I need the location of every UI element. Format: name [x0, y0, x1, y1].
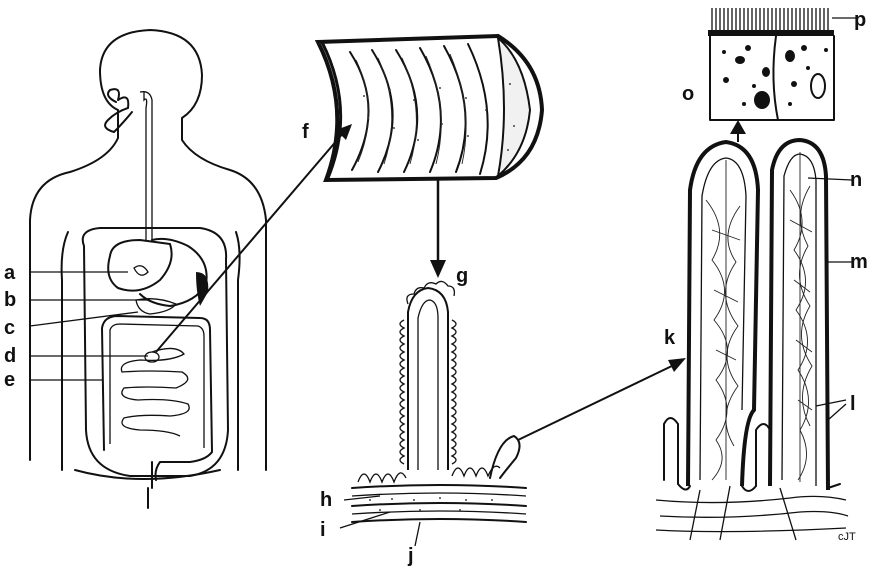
label-n: n: [850, 169, 862, 191]
label-g: g: [456, 265, 468, 287]
label-m: m: [850, 251, 868, 273]
human-body-outline: [30, 30, 266, 508]
label-b: b: [4, 289, 16, 311]
arrow-head-icon: [668, 358, 686, 372]
artist-signature: cJT: [838, 531, 856, 543]
label-c: c: [4, 317, 15, 339]
label-l: l: [850, 393, 856, 415]
label-f: f: [302, 121, 309, 143]
intestine-section-illustration: [318, 36, 542, 180]
arrow-head-icon: [430, 260, 446, 278]
villi-detail-illustration: [656, 140, 848, 540]
label-h: h: [320, 489, 332, 511]
esophagus: [105, 89, 152, 240]
gallbladder: [134, 266, 148, 275]
large-intestine: [102, 316, 212, 480]
label-o: o: [682, 83, 694, 105]
arrow-to-detail: [518, 364, 676, 440]
arrow-head-icon: [730, 120, 746, 134]
label-i: i: [320, 519, 326, 541]
villus-illustration: [352, 281, 526, 522]
label-p: p: [854, 9, 866, 31]
body-leader-lines: [30, 272, 150, 380]
arrow-to-section: [156, 132, 344, 352]
label-a: a: [4, 262, 16, 284]
label-d: d: [4, 345, 16, 367]
label-e: e: [4, 369, 15, 391]
label-k: k: [664, 327, 676, 349]
label-j: j: [407, 545, 414, 567]
epithelial-cells-illustration: [708, 8, 834, 120]
